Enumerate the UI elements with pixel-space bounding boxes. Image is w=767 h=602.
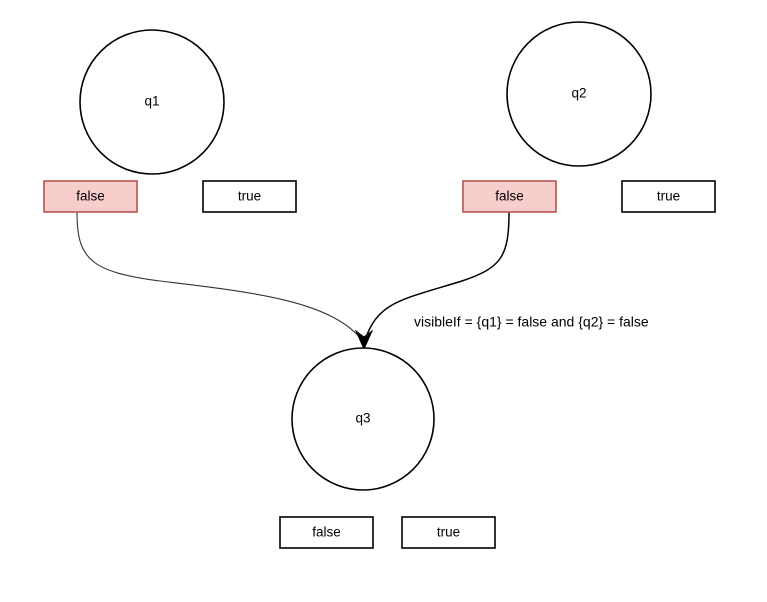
arrowhead-into-q3: [354, 329, 374, 351]
option-q2-false-box[interactable]: [462, 180, 557, 213]
edges-layer: [76, 212, 510, 351]
node-q2-circle[interactable]: [506, 21, 652, 167]
option-q1-false[interactable]: false: [43, 180, 138, 213]
option-q1-true[interactable]: true: [202, 180, 297, 213]
option-q3-false[interactable]: false: [279, 516, 374, 549]
node-q2[interactable]: q2: [506, 21, 652, 167]
option-q1-true-label: true: [238, 189, 261, 204]
edge-q2-false-to-q3: [364, 212, 510, 341]
node-q2-label: q2: [571, 86, 586, 101]
option-q2-true[interactable]: true: [621, 180, 716, 213]
edge-annotation-visible-if: visibleIf = {q1} = false and {q2} = fals…: [414, 314, 649, 330]
edge-q1-false-to-q3: [76, 212, 363, 341]
node-q1-circle[interactable]: [79, 29, 225, 175]
node-q1[interactable]: q1: [79, 29, 225, 175]
node-q3[interactable]: q3: [291, 347, 435, 491]
node-q1-label: q1: [144, 94, 159, 109]
node-q3-circle[interactable]: [291, 347, 435, 491]
option-q2-true-box[interactable]: [621, 180, 716, 213]
option-q3-true[interactable]: true: [401, 516, 496, 549]
node-q3-label: q3: [355, 411, 370, 426]
option-q2-false-label: false: [495, 189, 524, 204]
option-q3-true-box[interactable]: [401, 516, 496, 549]
option-q1-false-box[interactable]: [43, 180, 138, 213]
option-q2-false[interactable]: false: [462, 180, 557, 213]
option-q1-false-label: false: [76, 189, 105, 204]
option-q3-false-label: false: [312, 525, 341, 540]
option-q2-true-label: true: [657, 189, 680, 204]
option-q1-true-box[interactable]: [202, 180, 297, 213]
option-q3-true-label: true: [437, 525, 460, 540]
option-q3-false-box[interactable]: [279, 516, 374, 549]
